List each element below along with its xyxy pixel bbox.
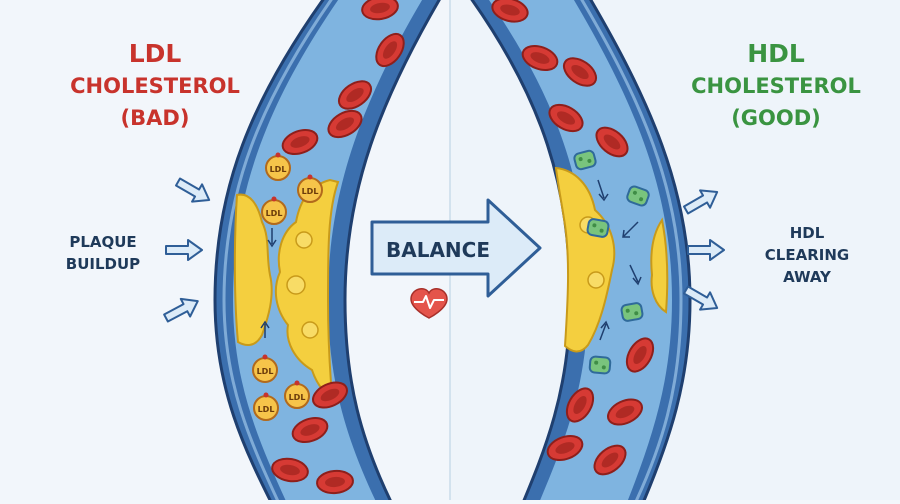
flow-arrow-icon <box>599 320 610 341</box>
ldl-title: LDL CHOLESTEROL (BAD) <box>55 38 255 134</box>
flow-arrow-icon <box>267 228 277 248</box>
balance-label: BALANCE <box>386 238 490 262</box>
ldl-title-line2: CHOLESTEROL <box>70 74 240 98</box>
flow-arrow-icon <box>622 221 639 238</box>
hdl-title-line1: HDL <box>747 39 805 68</box>
clearing-label-line2: CLEARING <box>764 246 850 264</box>
hdl-particle-icon <box>619 301 645 323</box>
ldl-particle-label: LDL <box>270 165 287 174</box>
plaque-shrinking-right <box>650 217 669 314</box>
ldl-particle-icon: LDL <box>261 195 287 225</box>
clearing-label-line3: AWAY <box>783 268 831 286</box>
ldl-particle-label: LDL <box>289 393 306 402</box>
hdl-title: HDL CHOLESTEROL (GOOD) <box>676 38 876 134</box>
plaque-label-line2: BUILDUP <box>65 255 141 273</box>
hdl-title-line3: (GOOD) <box>731 106 821 130</box>
ldl-particle-icon: LDL <box>265 151 291 181</box>
flow-arrow-icon <box>597 179 609 202</box>
ldl-title-line1: LDL <box>128 39 182 68</box>
ldl-particle-label: LDL <box>302 187 319 196</box>
ldl-particle-icon: LDL <box>252 353 278 383</box>
hdl-title-line2: CHOLESTEROL <box>691 74 861 98</box>
hdl-particle-icon <box>585 217 611 239</box>
plaque-label-line1: PLAQUE <box>69 233 137 251</box>
ldl-particle-icon: LDL <box>297 173 323 203</box>
ldl-particle-label: LDL <box>258 405 275 414</box>
heart-icon <box>410 288 448 319</box>
hdl-particle-icon <box>588 355 612 375</box>
ldl-particle-label: LDL <box>266 209 283 218</box>
flow-arrow-icon <box>629 264 642 286</box>
hdl-clearing-label: HDL CLEARING AWAY <box>752 222 862 288</box>
ldl-particle-icon: LDL <box>253 391 279 421</box>
plaque-buildup-label: PLAQUE BUILDUP <box>48 231 158 275</box>
ldl-particle-label: LDL <box>257 367 274 376</box>
ldl-particle-icon: LDL <box>284 379 310 409</box>
clearing-label-line1: HDL <box>789 224 825 242</box>
ldl-title-line3: (BAD) <box>120 106 190 130</box>
balance-arrow-icon <box>370 198 542 298</box>
flow-arrow-icon <box>260 320 270 338</box>
plaque-right-wall <box>274 178 340 398</box>
